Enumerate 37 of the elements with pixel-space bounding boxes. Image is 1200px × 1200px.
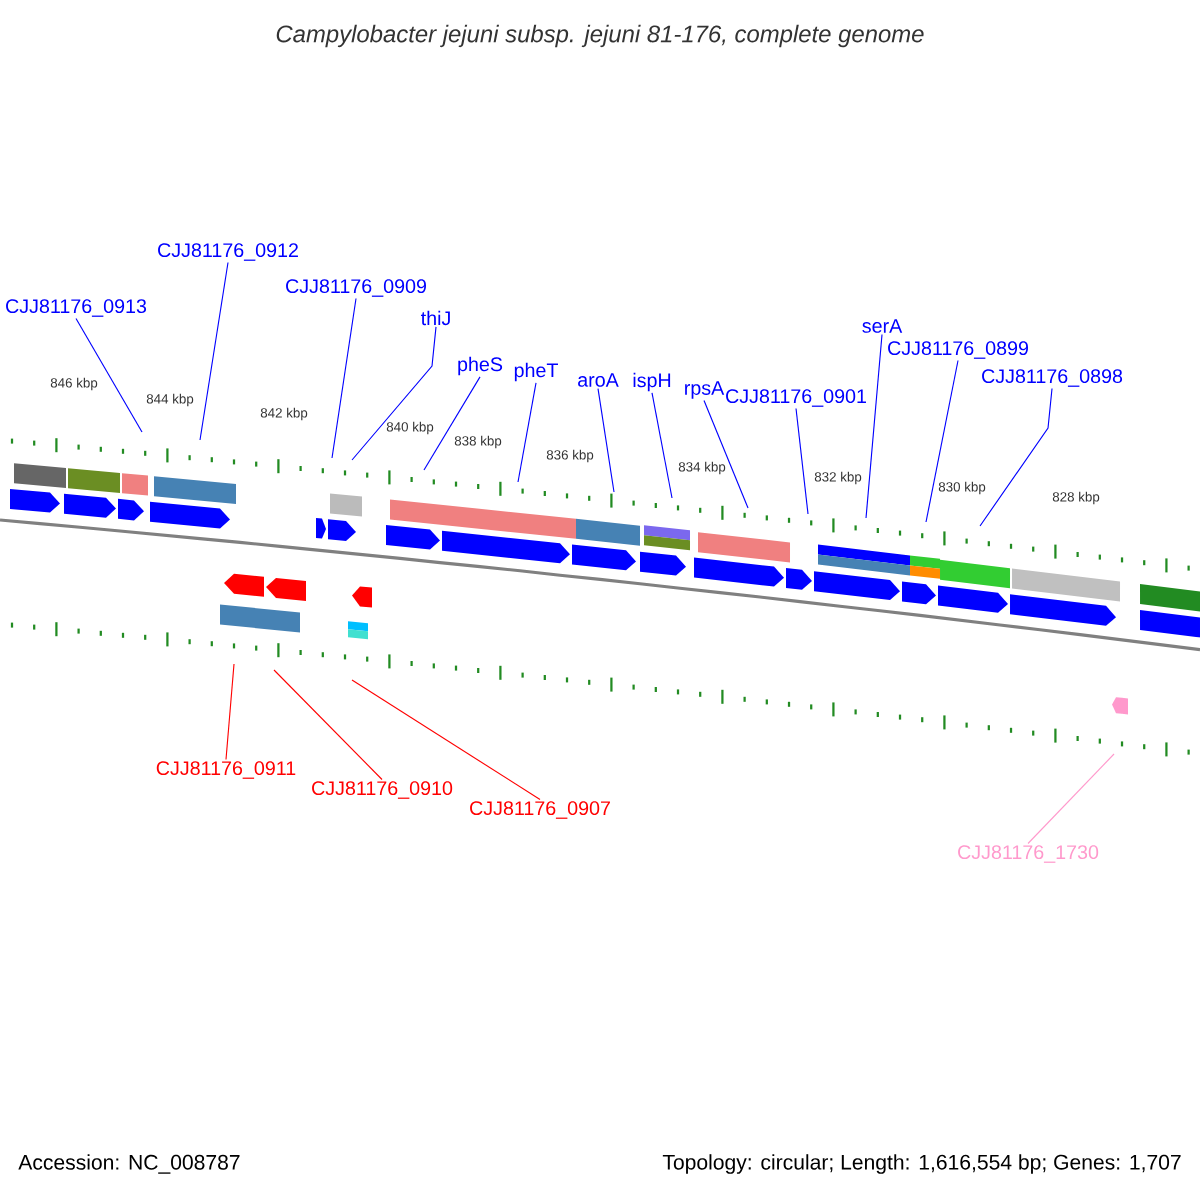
leader-line bbox=[225, 663, 235, 761]
leader-line bbox=[925, 359, 959, 523]
gene-label: CJJ81176_0909 bbox=[286, 279, 426, 297]
leader-line bbox=[1027, 753, 1115, 845]
gene-label: aroA bbox=[578, 373, 619, 387]
gene-label: CJJ81176_0913 bbox=[6, 299, 147, 317]
info-text: Topology: circular; Length: 1,616,554 bp; Genes: 1,707 bbox=[662, 1154, 1181, 1174]
gene-label: thiJ bbox=[421, 310, 450, 326]
leader-line bbox=[795, 407, 809, 515]
gene-label: CJJ81176_0899 bbox=[888, 341, 1028, 359]
leader-line bbox=[199, 261, 229, 441]
gene-label: CJJ81176_0907 bbox=[470, 801, 610, 819]
gene-label: ispH bbox=[633, 372, 671, 392]
leader-line bbox=[703, 399, 749, 509]
gene-label: CJJ81176_0911 bbox=[156, 761, 296, 779]
gene-label: CJJ81176_0898 bbox=[982, 369, 1123, 387]
leader-line bbox=[75, 317, 143, 433]
info-text: Accession: NC_008787 bbox=[18, 1154, 240, 1174]
leader-line bbox=[423, 376, 481, 471]
gene-label: rpsA bbox=[685, 381, 725, 399]
gene-label: CJJ81176_0910 bbox=[312, 781, 453, 799]
leader-line bbox=[351, 326, 437, 461]
gene-label: pheS bbox=[458, 356, 503, 376]
leader-line bbox=[597, 388, 615, 493]
leader-line bbox=[651, 392, 673, 499]
gene-label: CJJ81176_0901 bbox=[726, 389, 866, 407]
gene-label: pheT bbox=[514, 362, 558, 382]
title: Campylobacter jejuni subsp. jejuni 81-176, complete genome bbox=[276, 24, 924, 48]
gene-label: serA bbox=[862, 319, 903, 333]
leader-line bbox=[517, 382, 537, 483]
gene-label: CJJ81176_1730 bbox=[958, 845, 1099, 863]
leader-line bbox=[979, 387, 1053, 527]
leader-line bbox=[351, 679, 541, 801]
leader-line bbox=[273, 669, 383, 781]
leader-line bbox=[865, 334, 883, 519]
gene-label: CJJ81176_0912 bbox=[158, 243, 298, 261]
leader-line bbox=[331, 297, 357, 459]
